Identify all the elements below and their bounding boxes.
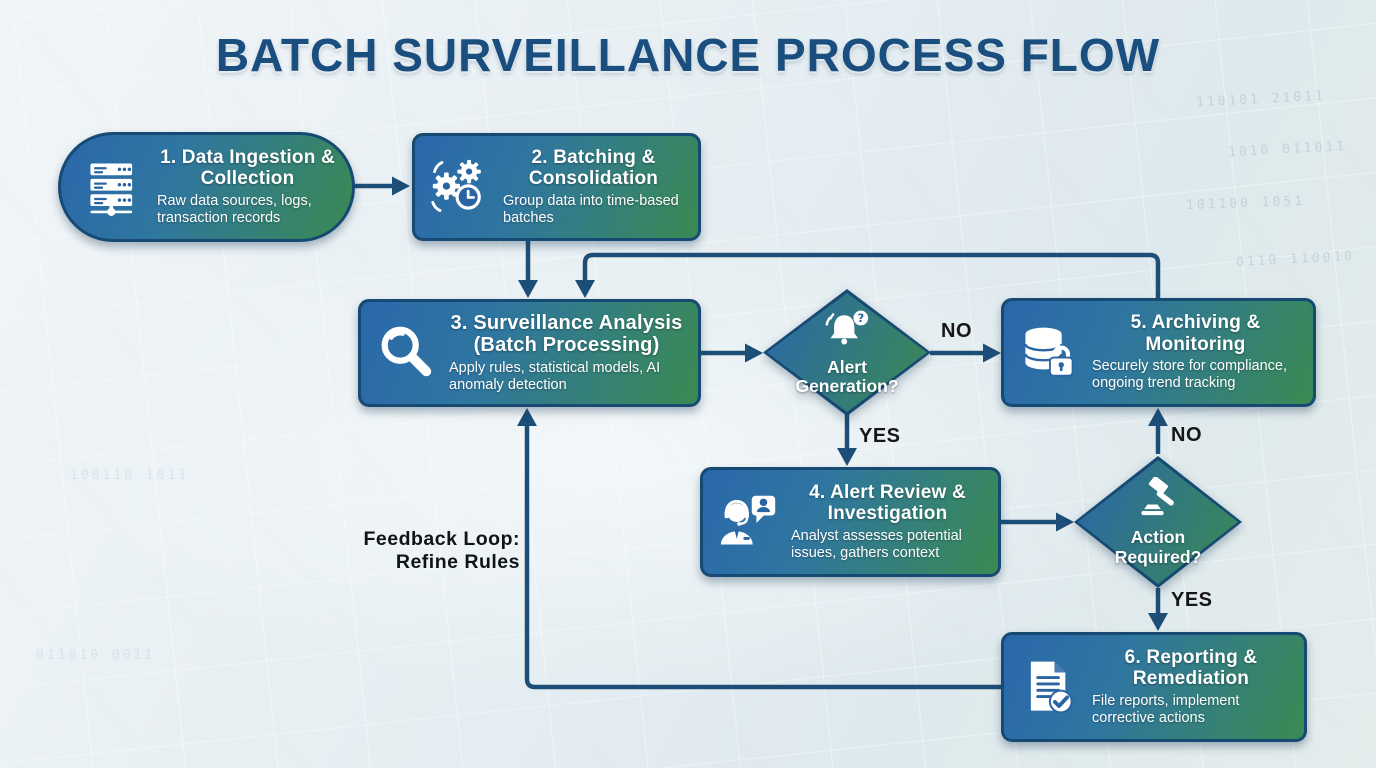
document-check-icon bbox=[1018, 658, 1080, 716]
arrow-step3-to-alert-decision bbox=[700, 343, 763, 363]
analyst-headset-icon bbox=[717, 492, 779, 552]
node-title: 3. Surveillance Analysis (Batch Processi… bbox=[450, 311, 683, 357]
decision-label: Alert Generation? bbox=[795, 356, 899, 396]
arrow-step1-to-step2 bbox=[354, 176, 410, 196]
node-title: 1. Data Ingestion & Collection bbox=[160, 146, 335, 190]
arrow-step2-to-step3 bbox=[518, 241, 538, 298]
background-binary-text: 110101 21011 bbox=[1195, 88, 1327, 111]
node-subtitle: Raw data sources, logs, transaction reco… bbox=[157, 192, 312, 226]
magnifier-icon bbox=[375, 322, 437, 384]
gavel-icon bbox=[1135, 476, 1181, 526]
edge-label-action-no: NO bbox=[1171, 424, 1202, 446]
node-data-ingestion: 1. Data Ingestion & Collection Raw data … bbox=[58, 132, 355, 242]
edge-label-action-yes: YES bbox=[1171, 589, 1213, 611]
background-binary-text: 011010 0011 bbox=[36, 648, 156, 663]
node-surveillance-analysis: 3. Surveillance Analysis (Batch Processi… bbox=[358, 299, 701, 407]
feedback-loop-label-line2: Refine Rules bbox=[395, 551, 520, 574]
background-binary-text: 101100 1051 bbox=[1185, 193, 1306, 214]
background-binary-text: 1010 011011 bbox=[1227, 138, 1348, 161]
background-binary-text: 100110 1011 bbox=[70, 468, 190, 483]
page-title: BATCH SURVEILLANCE PROCESS FLOW bbox=[215, 29, 1161, 81]
server-stack-icon bbox=[83, 158, 145, 216]
node-batching-consolidation: 2. Batching & Consolidation Group data i… bbox=[412, 133, 701, 241]
node-reporting-remediation: 6. Reporting & Remediation File reports,… bbox=[1001, 632, 1307, 742]
arrow-alert-yes-to-step4 bbox=[837, 414, 857, 466]
alert-bell-question-icon: ? bbox=[824, 309, 870, 356]
node-alert-review-investigation: 4. Alert Review & Investigation Analyst … bbox=[700, 467, 1001, 577]
feedback-loop-label-line1: Feedback Loop: bbox=[363, 528, 520, 550]
edge-label-alert-no: NO bbox=[941, 320, 972, 342]
svg-text:?: ? bbox=[857, 311, 864, 325]
arrow-step4-to-action-decision bbox=[1000, 512, 1074, 532]
database-lock-icon bbox=[1018, 324, 1080, 382]
node-title: 2. Batching & Consolidation bbox=[528, 146, 659, 190]
node-subtitle: File reports, implement corrective actio… bbox=[1092, 692, 1240, 726]
arrow-action-no-to-step5 bbox=[1148, 408, 1168, 454]
node-archiving-monitoring: 5. Archiving & Monitoring Securely store… bbox=[1001, 298, 1316, 407]
arrow-action-yes-to-step6 bbox=[1148, 588, 1168, 631]
node-subtitle: Analyst assesses potential issues, gathe… bbox=[791, 527, 962, 561]
feedback-loop-label: Feedback Loop: Refine Rules bbox=[318, 528, 520, 575]
node-subtitle: Group data into time-based batches bbox=[503, 192, 679, 226]
edge-label-alert-yes: YES bbox=[859, 425, 901, 447]
decision-label: Action Required? bbox=[1114, 527, 1202, 567]
node-title: 5. Archiving & Monitoring bbox=[1130, 312, 1261, 355]
decision-action-required: Action Required? bbox=[1074, 456, 1242, 588]
arrow-alert-no-to-step5 bbox=[930, 343, 1001, 363]
gears-clock-icon bbox=[429, 158, 491, 216]
node-subtitle: Apply rules, statistical models, AI anom… bbox=[449, 359, 661, 394]
node-title: 6. Reporting & Remediation bbox=[1124, 646, 1258, 690]
node-title: 4. Alert Review & Investigation bbox=[809, 481, 966, 525]
decision-alert-generation: ? Alert Generation? bbox=[763, 289, 931, 416]
background-binary-text: 0110 110010 bbox=[1235, 248, 1356, 271]
node-subtitle: Securely store for compliance, ongoing t… bbox=[1092, 358, 1288, 392]
